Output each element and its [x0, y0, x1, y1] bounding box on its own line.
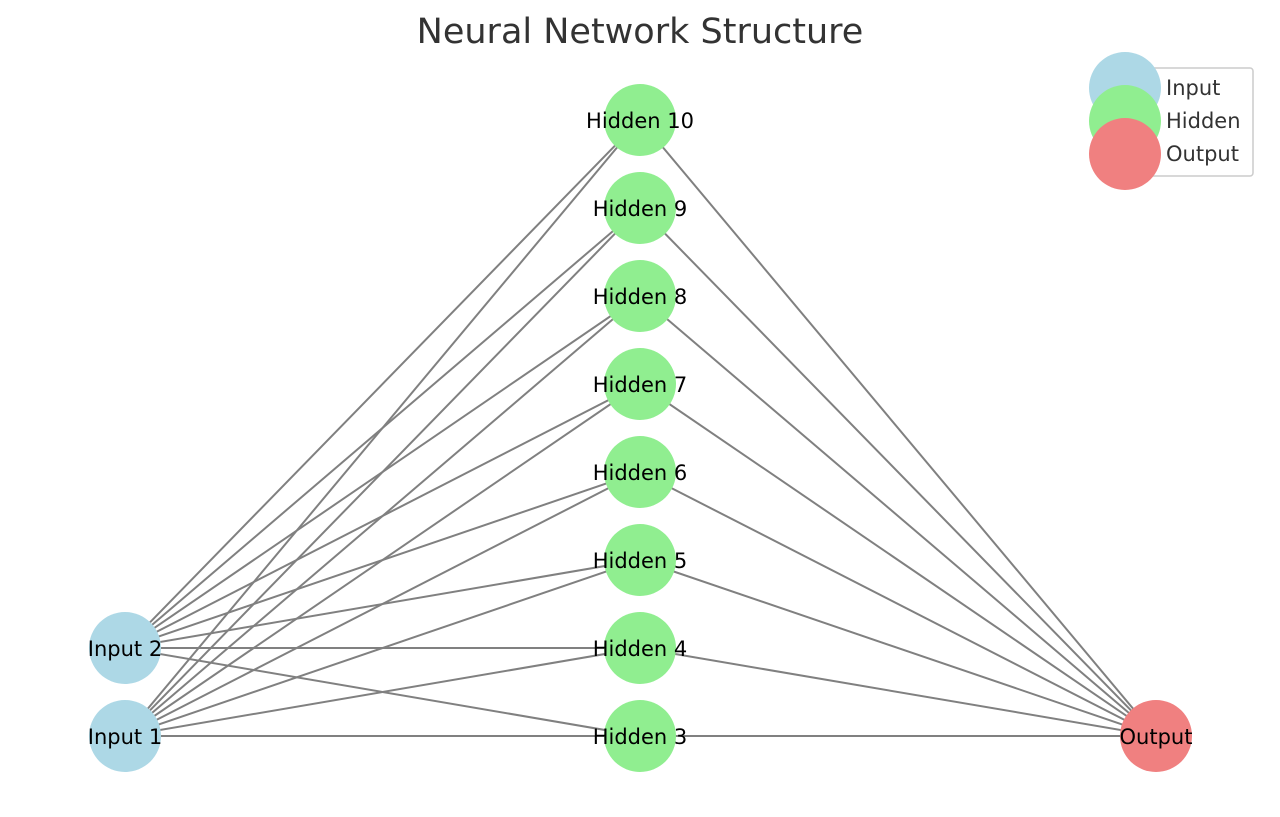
- node-label: Hidden 7: [593, 373, 688, 397]
- node-output: Output: [1120, 700, 1193, 772]
- node-label: Hidden 10: [586, 109, 694, 133]
- diagram-title: Neural Network Structure: [417, 12, 864, 52]
- node-hidden-4: Hidden 4: [593, 612, 688, 684]
- node-label: Hidden 3: [593, 725, 688, 749]
- node-input-2: Input 2: [88, 612, 162, 684]
- node-circle: [604, 700, 676, 772]
- edges-layer: [124, 119, 1157, 737]
- node-hidden-3: Hidden 3: [593, 700, 688, 772]
- edge-hidden-7-to-output: [639, 383, 1157, 737]
- node-circle: [604, 260, 676, 332]
- node-hidden-5: Hidden 5: [593, 524, 688, 596]
- edge-input-2-to-hidden-3: [124, 647, 641, 737]
- node-circle: [1120, 700, 1192, 772]
- nodes-layer: Input 1 Input 2 Hidden 3 Hidden 4 Hidden 5 Hi…: [88, 84, 1193, 772]
- node-circle: [604, 436, 676, 508]
- edge-input-2-to-hidden-6: [124, 471, 641, 649]
- node-label: Hidden 5: [593, 549, 688, 573]
- node-hidden-7: Hidden 7: [593, 348, 688, 420]
- node-circle: [604, 348, 676, 420]
- legend-label-hidden: Hidden: [1166, 109, 1241, 133]
- node-circle: [604, 524, 676, 596]
- node-hidden-9: Hidden 9: [593, 172, 688, 244]
- edge-input-2-to-hidden-9: [124, 207, 641, 649]
- node-hidden-10: Hidden 10: [586, 84, 694, 156]
- edge-hidden-10-to-output: [639, 119, 1157, 737]
- node-label: Output: [1120, 725, 1193, 749]
- edge-input-2-to-hidden-7: [124, 383, 641, 649]
- edge-hidden-4-to-output: [639, 647, 1157, 737]
- edge-hidden-5-to-output: [639, 559, 1157, 737]
- legend-label-output: Output: [1166, 142, 1239, 166]
- node-input-1: Input 1: [88, 700, 162, 772]
- edge-input-2-to-hidden-10: [124, 119, 641, 649]
- node-hidden-6: Hidden 6: [593, 436, 688, 508]
- node-label: Input 1: [88, 725, 162, 749]
- node-label: Hidden 6: [593, 461, 688, 485]
- node-circle: [604, 172, 676, 244]
- node-circle: [604, 84, 676, 156]
- node-circle: [89, 700, 161, 772]
- node-circle: [604, 612, 676, 684]
- legend-marker-output: [1089, 118, 1161, 190]
- node-label: Input 2: [88, 637, 162, 661]
- node-label: Hidden 9: [593, 197, 688, 221]
- node-hidden-8: Hidden 8: [593, 260, 688, 332]
- legend-label-input: Input: [1166, 76, 1220, 100]
- node-circle: [89, 612, 161, 684]
- edge-hidden-8-to-output: [639, 295, 1157, 737]
- edge-input-2-to-hidden-5: [124, 559, 641, 649]
- node-label: Hidden 8: [593, 285, 688, 309]
- edge-hidden-9-to-output: [639, 207, 1157, 737]
- edge-input-2-to-hidden-8: [124, 295, 641, 649]
- node-label: Hidden 4: [593, 637, 688, 661]
- edge-hidden-6-to-output: [639, 471, 1157, 737]
